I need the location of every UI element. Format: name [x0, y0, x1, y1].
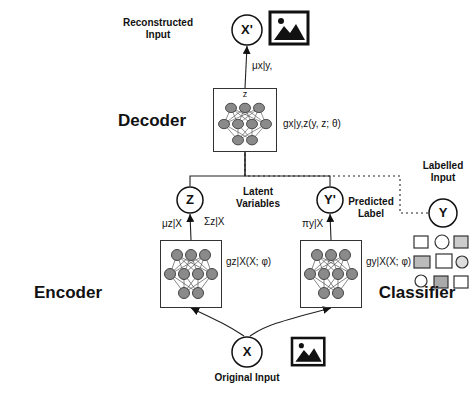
sample-shape — [436, 254, 452, 268]
network-box: Classifier — [300, 240, 362, 308]
connector-line — [191, 308, 244, 336]
labelled-images-icon — [414, 235, 468, 288]
sample-shape — [454, 276, 468, 288]
sample-shape — [435, 235, 449, 249]
input-circle: XOriginal Input — [231, 336, 263, 368]
math-label: gx|y,z(y, z; θ) — [283, 118, 383, 130]
sample-shape — [456, 256, 468, 268]
node-caption: z — [214, 89, 276, 100]
edge-label: μx|y, — [252, 60, 272, 72]
node-label: Z — [176, 192, 204, 208]
image-icon — [292, 338, 324, 365]
node-caption: Labelled Input — [418, 160, 468, 184]
math-label: Σz|X — [204, 216, 234, 228]
connector-line — [190, 214, 191, 240]
neural-network-icon — [305, 250, 358, 299]
edge-label: μz|X — [162, 218, 182, 230]
variable-circle: Y'Predicted Label — [316, 186, 344, 214]
node-label: X' — [231, 22, 263, 38]
circle-outline — [232, 15, 262, 45]
sample-shape — [454, 236, 468, 248]
node-caption: Original Input — [207, 372, 287, 384]
neural-network-icon — [165, 250, 218, 299]
connector-line — [250, 308, 331, 336]
math-label: Latent Variables — [230, 186, 286, 210]
circle-outline — [429, 199, 457, 227]
node-label: Classifier — [365, 283, 469, 303]
output-circle: X'Reconstructed Input — [231, 14, 263, 46]
node-caption: Predicted Label — [346, 196, 396, 220]
node-caption: Reconstructed Input — [113, 17, 203, 41]
node-label: Encoder — [13, 283, 123, 303]
math-label: gz|X(X; φ) — [226, 256, 296, 268]
circle-outline — [177, 187, 203, 213]
node-label: Y' — [316, 192, 344, 208]
node-label: Y — [428, 205, 458, 221]
node-label: X — [231, 344, 263, 360]
image-icon — [270, 12, 308, 44]
connector-line — [245, 152, 330, 186]
network-box: Encoder — [160, 240, 222, 308]
circle-outline — [232, 337, 262, 367]
connector-line — [330, 214, 331, 240]
node-label: Decoder — [102, 111, 202, 131]
connector-line — [245, 46, 247, 88]
variable-circle: Z — [176, 186, 204, 214]
connector-line — [190, 152, 245, 186]
network-box: Decoderz — [213, 88, 277, 152]
input-circle: YLabelled Input — [428, 198, 458, 228]
circle-outline — [317, 187, 343, 213]
sample-shape — [414, 256, 430, 268]
edge-label: πy|X — [302, 218, 323, 230]
math-label: gy|X(X; φ) — [366, 256, 436, 268]
neural-network-icon — [219, 103, 272, 145]
sample-shape — [414, 236, 428, 248]
